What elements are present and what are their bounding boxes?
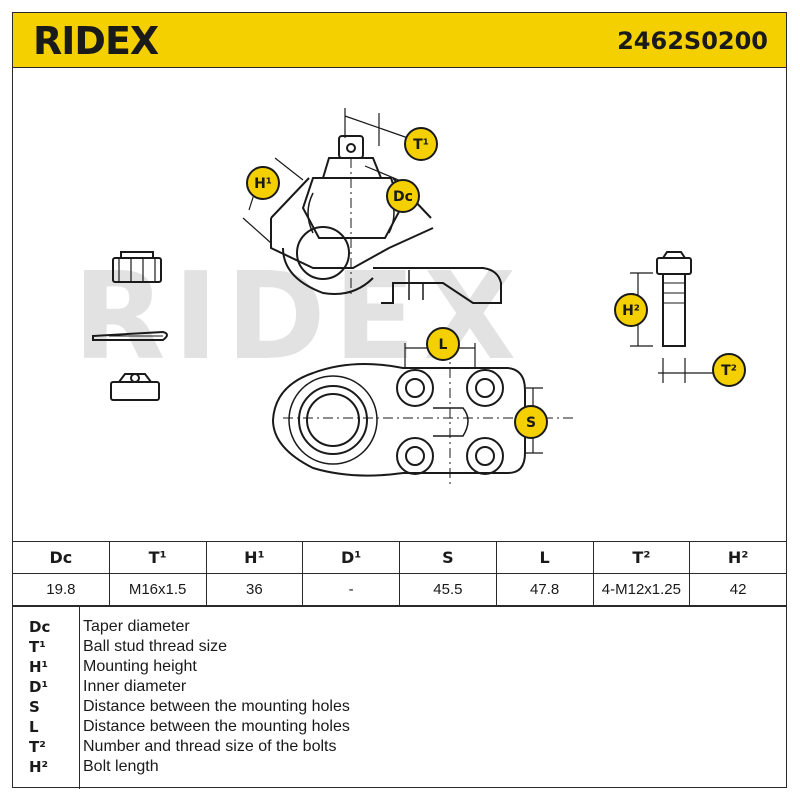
watermark: RIDEX — [73, 248, 525, 387]
legend-key: H² — [29, 758, 49, 776]
legend-desc: Mounting height — [83, 658, 197, 675]
svg-text:T¹: T¹ — [413, 137, 429, 153]
legend-desc: Inner diameter — [83, 678, 187, 695]
label-s: S — [514, 405, 548, 439]
svg-text:L: L — [439, 337, 448, 353]
spec-value: 4-M12x1.25 — [592, 573, 691, 606]
svg-text:S: S — [526, 415, 536, 431]
label-h2: H² — [614, 293, 648, 327]
spec-header: D¹ — [302, 541, 400, 574]
spec-header: H¹ — [205, 541, 304, 574]
label-l: L — [426, 327, 460, 361]
svg-text:H¹: H¹ — [254, 176, 272, 192]
spec-header: S — [399, 541, 497, 574]
castle-nut-icon — [112, 251, 162, 283]
ball-joint-side-view — [270, 135, 502, 304]
legend-key: H¹ — [29, 658, 49, 676]
legend-desc: Bolt length — [83, 758, 159, 775]
legend-desc: Number and thread size of the bolts — [83, 738, 337, 755]
label-t1: T¹ — [404, 127, 438, 161]
legend-key: T¹ — [29, 638, 46, 656]
label-dc: Dc — [386, 179, 420, 213]
legend-key: D¹ — [29, 678, 49, 696]
legend-desc: Distance between the mounting holes — [83, 698, 350, 715]
spec-value: 36 — [205, 573, 304, 606]
svg-text:Dc: Dc — [393, 189, 413, 205]
svg-text:T²: T² — [721, 363, 737, 379]
cotter-pin-icon — [92, 330, 168, 341]
spec-header: L — [495, 541, 594, 574]
legend-desc: Ball stud thread size — [83, 638, 228, 655]
legend-desc: Taper diameter — [83, 618, 190, 635]
hex-nut-icon — [110, 373, 160, 401]
legend: Dc Taper diameter T¹ Ball stud thread si… — [12, 606, 787, 789]
legend-key: T² — [29, 738, 46, 756]
spec-header: Dc — [12, 541, 110, 574]
brand-logo: RIDEX — [33, 19, 159, 63]
spec-value: M16x1.5 — [108, 573, 207, 606]
label-h1: H¹ — [246, 166, 280, 200]
spec-value-row: 19.8 M16x1.5 36 - 45.5 47.8 4-M12x1.25 4… — [12, 573, 787, 606]
legend-key: L — [29, 718, 39, 736]
part-number: 2462S0200 — [617, 27, 768, 55]
spec-value: - — [302, 573, 400, 606]
spec-value: 45.5 — [399, 573, 497, 606]
legend-key: Dc — [29, 618, 51, 636]
spec-value: 47.8 — [495, 573, 594, 606]
spec-value: 42 — [689, 573, 787, 606]
dimension-lines — [242, 108, 713, 454]
technical-drawing: RIDEX — [13, 68, 786, 541]
legend-key-column — [12, 607, 80, 789]
legend-desc: Distance between the mounting holes — [83, 718, 350, 735]
spec-header: H² — [689, 541, 787, 574]
svg-text:H²: H² — [622, 303, 640, 319]
label-t2: T² — [712, 353, 746, 387]
legend-key: S — [29, 698, 40, 716]
spec-header: T² — [592, 541, 691, 574]
spec-table: Dc T¹ H¹ D¹ S L T² H² 19.8 M16x1.5 36 - … — [12, 541, 787, 606]
spec-value: 19.8 — [12, 573, 110, 606]
drawing-svg: T¹ H¹ Dc L S H² T² — [92, 108, 746, 488]
spec-header-row: Dc T¹ H¹ D¹ S L T² H² — [12, 541, 787, 574]
header-bar: RIDEX 2462S0200 — [12, 12, 787, 68]
spec-header: T¹ — [108, 541, 207, 574]
bolt-icon — [656, 251, 692, 347]
